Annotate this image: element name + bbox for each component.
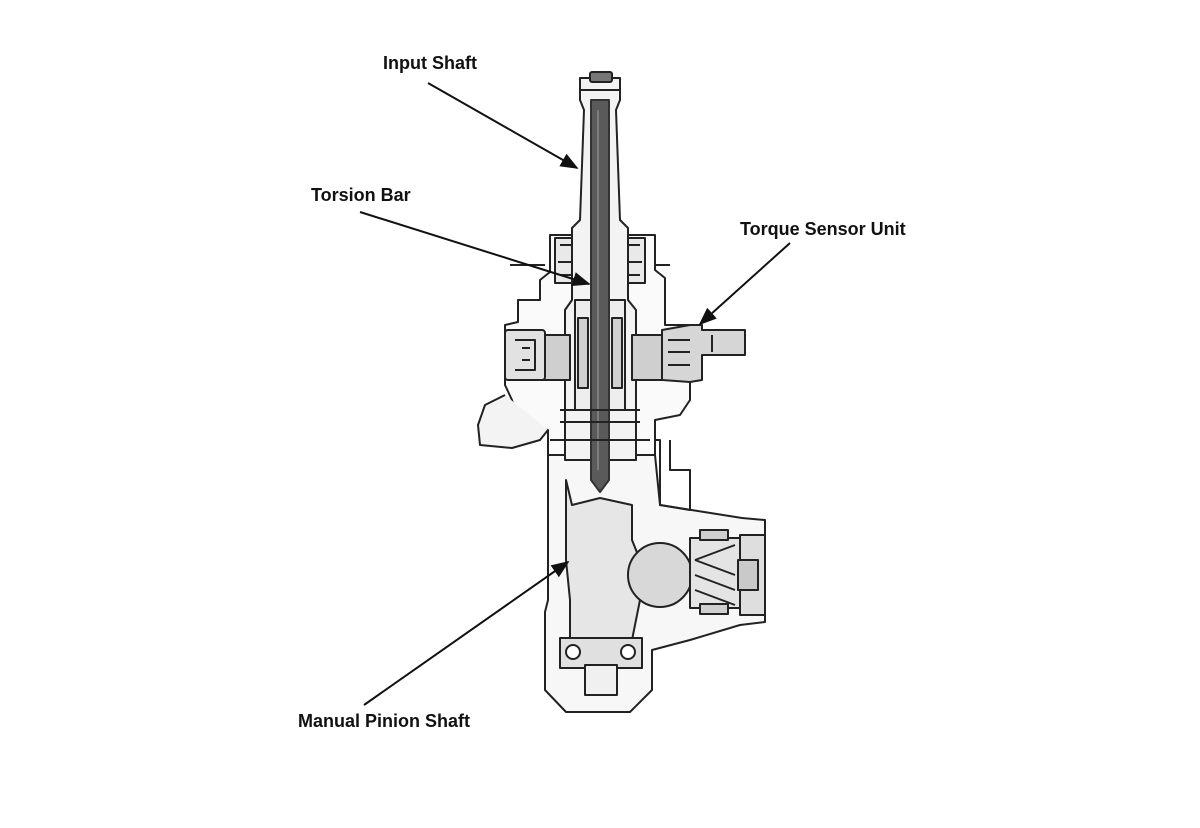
sensor-coil-right bbox=[631, 334, 663, 381]
sensor-left-connector bbox=[504, 329, 546, 381]
manual-pinion-shaft-label: Manual Pinion Shaft bbox=[298, 711, 471, 731]
right-connector-detail bbox=[668, 335, 713, 366]
left-connector-detail bbox=[515, 339, 536, 371]
inner-seal-lines bbox=[550, 409, 650, 441]
input-shaft-label: Input Shaft bbox=[383, 53, 477, 73]
leader-pinion-shaft bbox=[363, 560, 570, 706]
rack-guide-bolt-top bbox=[699, 529, 729, 541]
rack-section bbox=[627, 542, 693, 608]
rack-guide-bolt-bottom bbox=[699, 603, 729, 615]
rack-guide-spring bbox=[694, 544, 736, 606]
housing-boss bbox=[640, 439, 691, 511]
pin-hole-left bbox=[565, 644, 581, 660]
leader-torque-sensor bbox=[698, 242, 791, 326]
leader-input-shaft bbox=[427, 82, 579, 169]
input-shaft-cap bbox=[589, 71, 613, 83]
pin-hole-right bbox=[620, 644, 636, 660]
collar-detail bbox=[558, 244, 642, 276]
pinion-tip bbox=[584, 664, 618, 696]
torque-sensor-connector bbox=[661, 324, 746, 383]
sleeve-inner-right bbox=[611, 317, 623, 389]
torsion-bar bbox=[590, 99, 610, 493]
torque-sensor-unit-label: Torque Sensor Unit bbox=[740, 219, 906, 239]
pinion-shaft bbox=[565, 479, 641, 641]
sleeve-inner-left bbox=[577, 317, 589, 389]
left-bracket bbox=[477, 394, 549, 449]
rack-guide-cap bbox=[737, 559, 759, 591]
torsion-bar-label: Torsion Bar bbox=[311, 185, 411, 205]
leader-torsion-bar bbox=[359, 211, 591, 287]
